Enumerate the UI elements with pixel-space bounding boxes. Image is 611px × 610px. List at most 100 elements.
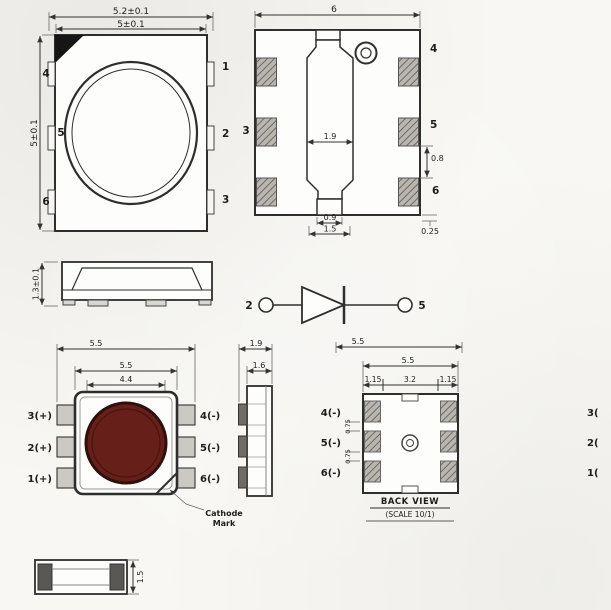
pin-label-anode: 2	[245, 300, 252, 312]
slug-bottom-tab	[316, 198, 343, 216]
dimension-height: 1.3±0.1	[32, 261, 58, 307]
dim-label: 5.5	[352, 337, 365, 346]
pin-label-2: 2	[222, 128, 229, 140]
center-hole-inner	[406, 439, 414, 447]
bottom-view-figure: 6 1.9 0.8 0.9	[242, 5, 444, 237]
dim-label: 1.9	[250, 339, 263, 348]
dim-label: 1.9	[324, 132, 337, 141]
dimension-inner: 4.4	[86, 375, 166, 392]
dimension-outer-width: 5.2±0.1	[48, 7, 214, 31]
dimension-pad-columns: 1.15 3.2 1.15	[363, 375, 458, 391]
profile-view-figure: 1.5	[34, 559, 145, 595]
dim-label: 0.25	[421, 227, 439, 236]
package-outline	[54, 34, 208, 232]
pin-label-1: 1	[222, 61, 229, 73]
dimension-standoff: 0.25	[421, 214, 439, 236]
dim-label: 1.15	[440, 375, 457, 384]
dim-label: 6	[331, 5, 337, 15]
segment-lines	[247, 403, 266, 489]
dim-label: 5.5	[120, 361, 133, 370]
center-hole-outer	[401, 434, 419, 452]
top-view-figure: 5.2±0.1 5±0.1 5±0.1 1 2 3 4 5 6	[30, 7, 229, 232]
dimension-tab-outer: 1.5	[308, 225, 351, 237]
package-outline	[246, 385, 273, 497]
lens-outline	[63, 60, 199, 206]
dim-label: 4.4	[120, 375, 133, 384]
dim-label: 5±0.1	[117, 20, 145, 30]
pin-label-2: 2(	[587, 438, 599, 449]
lead-feet	[62, 299, 212, 307]
cathode-mark-label: Mark	[213, 519, 236, 528]
pin-label-cathode: 5	[418, 300, 425, 312]
side-pads	[256, 57, 419, 207]
dimension-height: 5±0.1	[30, 34, 54, 232]
dim-label: 5.2±0.1	[113, 7, 149, 17]
dim-label: 0.75	[344, 449, 352, 463]
dim-label: 0.75	[344, 419, 352, 433]
cathode-mark-label: Cathode	[205, 509, 243, 518]
pin-label-3: 3	[222, 194, 229, 206]
end-terminal-right	[109, 563, 125, 591]
pin-label-1: 1(	[587, 468, 599, 479]
dim-label: 1.5	[324, 225, 337, 234]
package-inner-outline	[79, 396, 173, 490]
dim-label: 0.9	[324, 213, 337, 222]
center-slug	[306, 39, 354, 200]
pin-label-6: 6	[42, 196, 49, 208]
pin-label-3: 3	[242, 125, 249, 137]
index-hole-outer	[354, 41, 378, 65]
pin-label-3: 3(+)	[28, 411, 52, 422]
dim-label: 3.2	[404, 375, 416, 384]
anode-terminal	[258, 297, 274, 313]
back-view-figure: 5.5 5.5 1.15 3.2 1.15	[321, 337, 599, 522]
cathode-terminal	[397, 297, 413, 313]
dimension-lead-span: 5.5	[56, 339, 196, 402]
diode-triangle	[301, 285, 347, 325]
cathode-corner-mark	[155, 472, 178, 495]
lens-dome	[84, 401, 168, 485]
dimension-body: 1.6	[246, 361, 272, 384]
pin-label-4: 4	[42, 68, 49, 80]
pin-label-5: 5	[430, 119, 437, 131]
dim-label: 5±0.1	[30, 119, 40, 147]
dim-label: 1.15	[365, 375, 382, 384]
dimension-body: 5.5	[74, 361, 178, 390]
dimension-lead-span: 5.5	[335, 337, 463, 353]
dimension-width: 6	[254, 5, 421, 28]
index-hole-inner	[360, 47, 372, 59]
dimension-outer: 1.9	[238, 339, 273, 402]
dimension-slug-width: 1.9	[307, 132, 353, 145]
end-terminal-left	[37, 563, 53, 591]
cathode-corner-mark	[55, 35, 84, 63]
pin-label-3: 3(	[587, 408, 599, 419]
pin-label-4: 4(-)	[321, 408, 341, 419]
leads	[238, 403, 248, 489]
back-view-scale-caption: (SCALE 10/1)	[385, 510, 434, 519]
pin-label-4: 4	[430, 43, 437, 55]
pin-label-4: 4(-)	[200, 411, 220, 422]
dimension-pad-gap-2: 0.75	[344, 449, 360, 464]
lens-inner-outline	[71, 68, 191, 198]
side-view-figure: 1.3±0.1	[32, 261, 213, 307]
pin-label-6: 6(-)	[321, 468, 341, 479]
dim-label: 5.5	[90, 339, 103, 348]
dimension-body: 5.5	[362, 356, 459, 392]
dimension-body-width: 5±0.1	[55, 20, 207, 33]
dim-label: 0.8	[431, 154, 444, 163]
leads	[56, 404, 196, 489]
dim-label: 1.6	[253, 361, 266, 370]
dimension-height: 1.5	[127, 559, 145, 595]
back-view-caption: BACK VIEW	[381, 497, 439, 507]
slug-top-tab	[315, 29, 341, 41]
pin-label-5: 5(-)	[321, 438, 341, 449]
dimension-tab-width: 0.9	[316, 213, 343, 226]
dim-label: 1.3±0.1	[32, 268, 41, 300]
dim-label: 1.5	[136, 571, 145, 584]
top-tab	[401, 393, 419, 402]
pin-stubs	[47, 61, 215, 215]
pin-label-1: 1(+)	[28, 474, 52, 485]
lens-profile	[71, 267, 203, 291]
pin-label-5: 5(-)	[200, 443, 220, 454]
dimension-pad-width: 0.8	[420, 145, 444, 179]
